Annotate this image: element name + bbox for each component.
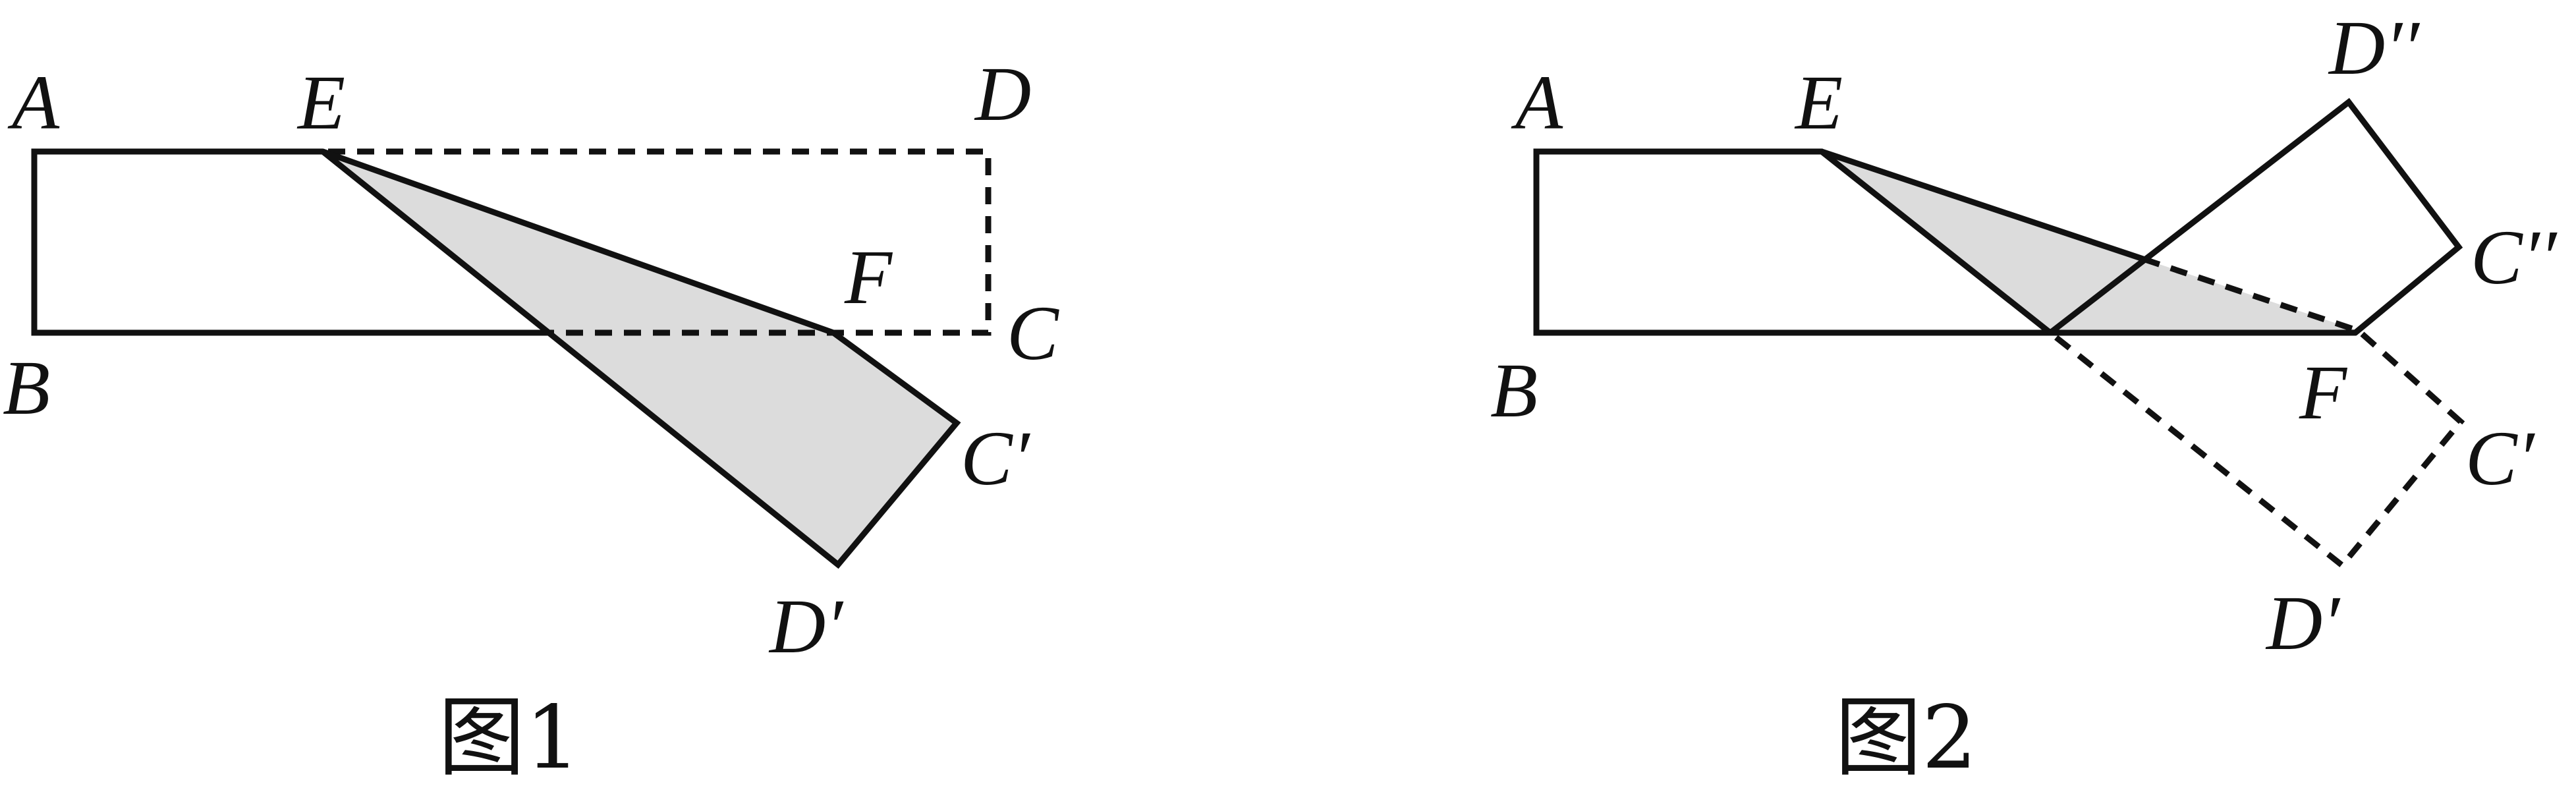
fig2-label-D-double-prime: D′′: [2328, 5, 2421, 91]
fig1-dashed-original-edge: [328, 148, 992, 336]
fig1-label-B: B: [3, 345, 50, 431]
fig2-label-F: F: [2299, 349, 2348, 436]
fig2-refolded-flap: [2047, 98, 2463, 336]
fig2-label-C-double-prime: C′′: [2471, 214, 2558, 300]
fig2-label-D-prime: D′: [2265, 580, 2341, 666]
fig2-label-E: E: [1794, 59, 1843, 146]
fig1-label-C: C: [1007, 290, 1059, 376]
fig1-folded-flap: [321, 148, 961, 569]
fig2-label-A: A: [1511, 59, 1563, 146]
fig1-label-C-prime: C′: [961, 415, 1031, 501]
fig1-shaded-region: [323, 152, 957, 565]
fig2-rectangle-left: [1533, 148, 2359, 336]
fig1-rectangle-left: [31, 148, 550, 336]
fig2-shaded-region-lower: [1822, 152, 2143, 333]
fig2-shaded-region: [1822, 152, 2359, 333]
fig1-caption: 图1: [438, 687, 580, 789]
fig1-label-F: F: [844, 234, 893, 320]
fig2-caption: 图2: [1835, 687, 1977, 789]
fig2-crease-left: [1818, 148, 2054, 336]
fig1-label-E: E: [296, 59, 345, 146]
fig1-label-D: D: [974, 51, 1031, 137]
figure-1: A E D B F C C′ D′ 图1: [3, 51, 1059, 789]
fig2-label-B: B: [1490, 347, 1538, 434]
fig2-dashed-previous-flap: [2048, 256, 2465, 570]
fig2-crease-top: [1818, 148, 2146, 262]
fig1-label-A: A: [7, 59, 60, 146]
fig1-label-D-prime: D′: [768, 583, 844, 669]
figure-2: A E D′′ C′′ B F C′ D′ 图2: [1490, 5, 2558, 789]
fig2-label-C-prime: C′: [2465, 415, 2536, 501]
